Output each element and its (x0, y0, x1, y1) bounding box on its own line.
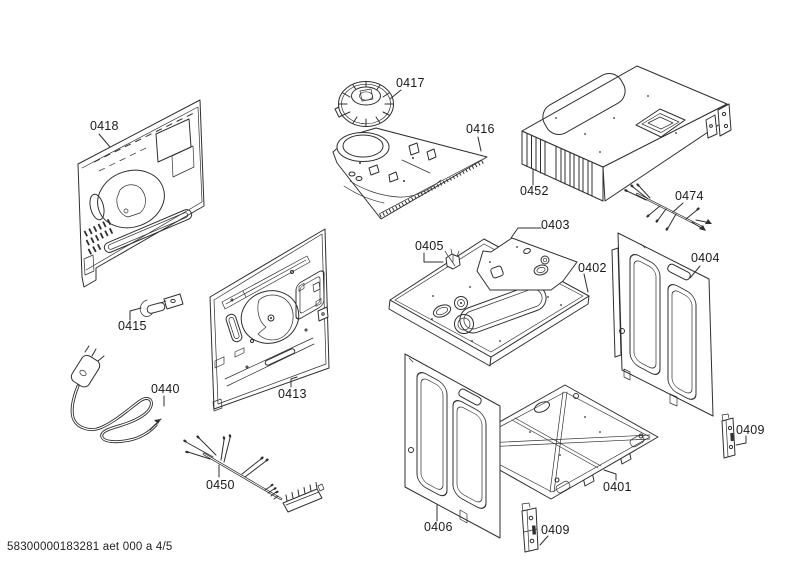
part-label-0401: 0401 (603, 480, 632, 494)
leader-line-0417 (389, 89, 402, 100)
part-0415-small-bracket-drawing (129, 293, 184, 321)
leader-line-0403 (510, 227, 542, 239)
leader-line-0402 (583, 273, 589, 293)
part-0403-cover-sheet-drawing (476, 227, 578, 291)
part-0406-side-panel-left-drawing (404, 353, 501, 539)
leader-line-0404 (689, 265, 701, 279)
part-0404-side-panel-right-drawing (611, 232, 714, 417)
part-0413-cavity-rear-panel-drawing (209, 228, 330, 412)
part-label-0416: 0416 (466, 122, 495, 136)
part-0440-power-cord-drawing (70, 345, 165, 444)
part-label-0406: 0406 (424, 520, 453, 534)
part-label-0415: 0415 (118, 319, 147, 333)
document-code: 58300000183281 aet 000 a 4/5 (7, 541, 173, 553)
part-0409-mounting-bracket-right-drawing (721, 413, 747, 459)
leader-line-0401 (603, 469, 617, 481)
leader-line-0474 (672, 202, 684, 213)
leader-line-0418 (98, 133, 111, 148)
leader-line-0415 (129, 307, 142, 321)
part-label-0417: 0417 (396, 76, 425, 90)
part-label-0404: 0404 (691, 251, 720, 265)
part-0409-mounting-bracket-bottom-drawing (521, 502, 549, 553)
leader-line-0416 (477, 136, 482, 152)
part-label-0409-bottom: 0409 (541, 523, 570, 537)
part-0405-small-component-drawing (423, 248, 461, 270)
leader-line-0409-bottom (539, 535, 549, 546)
leader-line-0405 (423, 252, 444, 263)
part-label-0474: 0474 (675, 189, 704, 203)
part-label-0440: 0440 (151, 382, 180, 396)
part-0450-wiring-harness-drawing (183, 434, 325, 513)
part-label-0450: 0450 (206, 478, 235, 492)
leader-line-0413 (290, 376, 298, 388)
part-label-0403: 0403 (541, 218, 570, 232)
part-label-0405: 0405 (415, 239, 444, 253)
part-0417-fan-wheel-drawing (334, 81, 402, 127)
part-label-0409-right: 0409 (736, 423, 765, 437)
part-label-0413: 0413 (278, 387, 307, 401)
part-label-0402: 0402 (578, 261, 607, 275)
part-label-0452: 0452 (520, 184, 549, 198)
part-0418-rear-outer-panel-drawing (77, 99, 205, 288)
part-0452-top-housing-drawing (521, 65, 732, 202)
part-0416-top-cover-assembly-drawing (332, 127, 488, 220)
leader-line-0409-right (735, 435, 747, 446)
part-label-0418: 0418 (90, 119, 119, 133)
part-0474-cable-harness-drawing (624, 183, 712, 231)
